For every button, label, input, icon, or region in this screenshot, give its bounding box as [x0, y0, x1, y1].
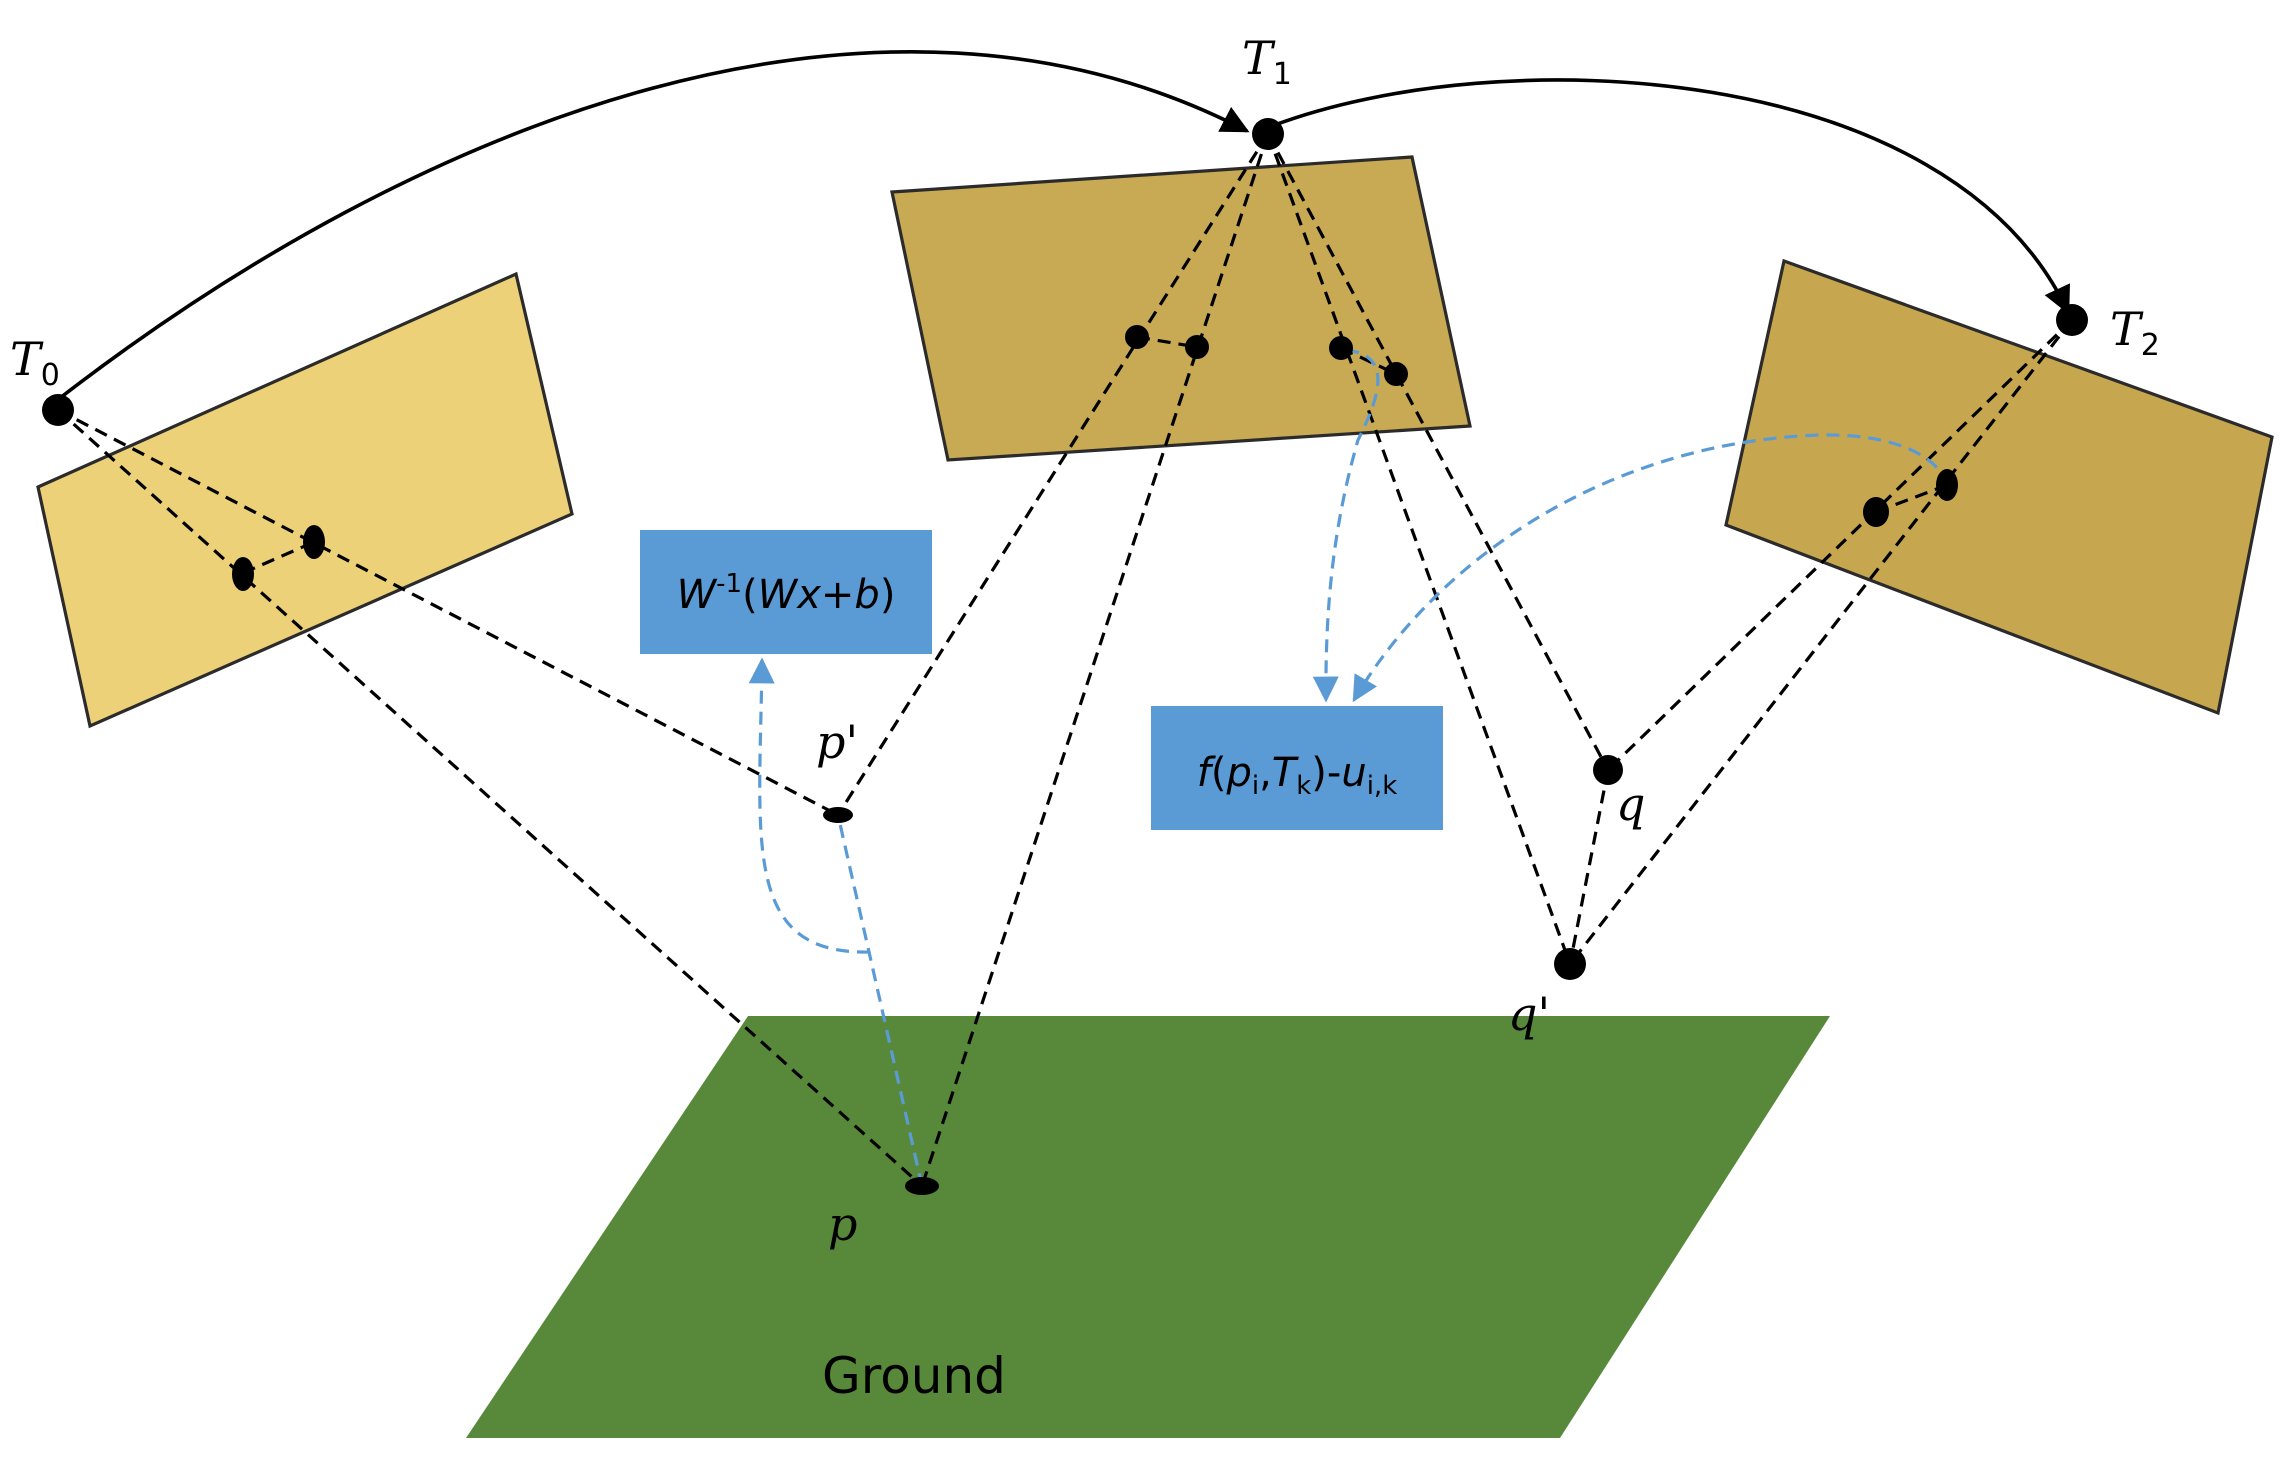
trajectory-arc-t0-t1 — [58, 50, 1250, 400]
label-t2: T2 — [2110, 302, 2160, 363]
trajectory-arc-t1-t2 — [1271, 78, 2070, 315]
feature-points — [232, 325, 1958, 591]
feature-point-frame0-b — [303, 525, 325, 559]
label-t0: T0 — [10, 332, 60, 393]
label-t1: T1 — [1242, 31, 1292, 92]
residual-formula: f(pi,Tk)-ui,k — [1197, 750, 1398, 801]
feature-point-frame1-c — [1329, 336, 1353, 360]
link-p-to-p-prime — [836, 814, 924, 1187]
camera-center-t2 — [2056, 304, 2088, 336]
feature-point-frame2-a — [1863, 497, 1889, 527]
label-q-prime: q' — [1508, 987, 1550, 1041]
feature-point-frame1-a — [1125, 325, 1149, 349]
camera-frame-0 — [36, 271, 574, 729]
camera-frame-2 — [1724, 258, 2274, 716]
feature-point-frame1-b — [1185, 335, 1209, 359]
feature-point-frame0-a — [232, 557, 254, 591]
point-q-prime-marker — [1554, 948, 1586, 980]
label-p: p — [828, 1197, 857, 1251]
point-q-marker — [1593, 755, 1623, 785]
rays-from-t0 — [56, 408, 924, 1188]
label-q: q — [1616, 777, 1645, 831]
ground-plane — [466, 1016, 1830, 1438]
ground-label: Ground — [822, 1347, 1006, 1405]
label-p-prime: p' — [816, 715, 858, 769]
arrow-p-to-transform — [748, 657, 871, 954]
point-p-marker — [905, 1177, 939, 1195]
transform-formula: W-1(Wx+b) — [677, 569, 896, 618]
feature-point-frame1-d — [1384, 362, 1408, 386]
point-p-prime-marker — [823, 807, 853, 823]
transform-formula-box: W-1(Wx+b) — [640, 530, 932, 654]
residual-formula-box: f(pi,Tk)-ui,k — [1151, 706, 1443, 830]
camera-center-t0 — [42, 394, 74, 426]
camera-frame-1 — [890, 155, 1472, 462]
arrow-frame1-to-residual — [1312, 348, 1380, 703]
arrow-frame2-to-residual — [1352, 433, 1950, 703]
camera-center-t1 — [1252, 118, 1284, 150]
feature-point-frame2-b — [1936, 469, 1958, 501]
